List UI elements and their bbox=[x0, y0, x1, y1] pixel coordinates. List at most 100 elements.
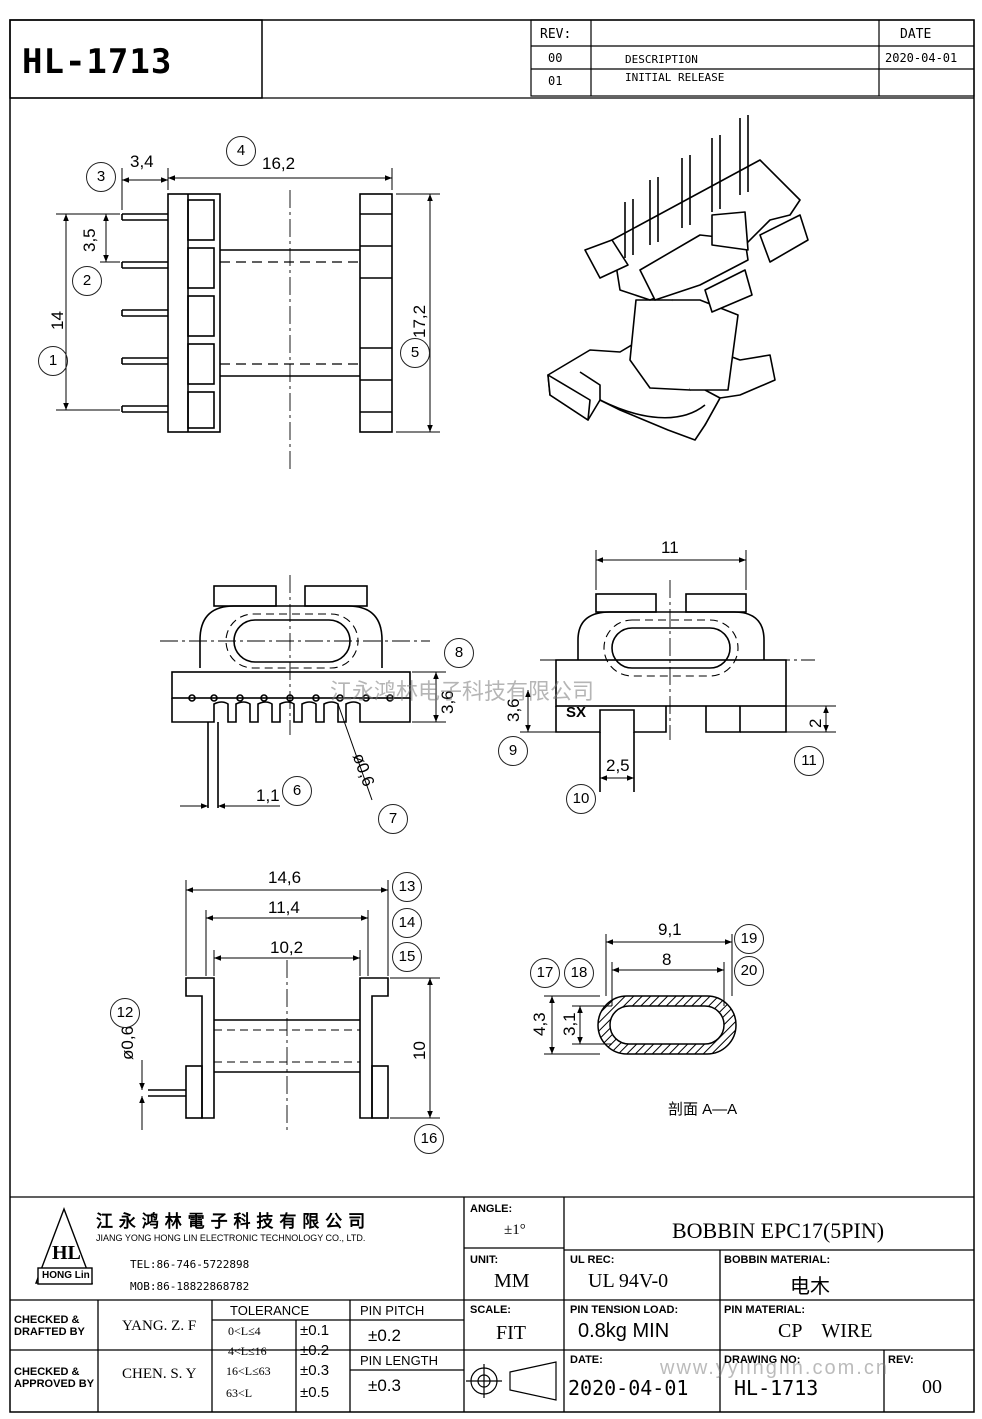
title-block-grid bbox=[10, 1196, 974, 1412]
pin-tension-label: PIN TENSION LOAD: bbox=[570, 1304, 679, 1316]
company-tel: TEL:86-746-5722898 bbox=[130, 1258, 250, 1271]
dim-11-4: 11,4 bbox=[268, 898, 300, 917]
dim-3-5: 3,5 bbox=[80, 228, 99, 252]
balloon-4: 4 bbox=[226, 136, 256, 166]
dim-1-1: 1,1 bbox=[256, 786, 280, 805]
balloon-20: 20 bbox=[734, 956, 764, 986]
balloon-6: 6 bbox=[282, 776, 312, 806]
part-number-title: HL-1713 bbox=[22, 42, 173, 82]
balloon-8: 8 bbox=[444, 638, 474, 668]
tol-value-2: ±0.3 bbox=[300, 1362, 330, 1379]
section-view bbox=[597, 995, 737, 1055]
drawing-no-value: HL-1713 bbox=[734, 1376, 819, 1400]
section-label: 剖面 A—A bbox=[668, 1101, 738, 1118]
end-view-dims bbox=[520, 550, 836, 781]
side-view bbox=[121, 193, 393, 433]
company-name-cn: 江 永 鸿 林 電 子 科 技 有 限 公 司 bbox=[96, 1212, 366, 1232]
projection-symbol-icon bbox=[466, 1361, 557, 1401]
tol-range-2: 16<L≤63 bbox=[226, 1364, 271, 1378]
isometric-view bbox=[547, 115, 809, 441]
rev-date-0: 2020-04-01 bbox=[885, 51, 958, 65]
balloon-12: 12 bbox=[110, 998, 140, 1028]
rev-desc-1: INITIAL RELEASE bbox=[625, 71, 725, 84]
front-view-dims bbox=[180, 671, 446, 809]
end-view-centerlines bbox=[540, 580, 815, 740]
balloon-3: 3 bbox=[86, 162, 116, 192]
unit-value: MM bbox=[494, 1270, 530, 1292]
top-view bbox=[148, 977, 389, 1119]
company-mob: MOB:86-18822868782 bbox=[130, 1280, 250, 1293]
pin-length-label: PIN LENGTH bbox=[360, 1353, 439, 1368]
pin-length-value: ±0.3 bbox=[368, 1376, 401, 1395]
section-view-dims bbox=[544, 934, 733, 1055]
balloon-7: 7 bbox=[378, 804, 408, 834]
company-logo bbox=[34, 1207, 94, 1285]
side-view-dims bbox=[56, 168, 440, 433]
dim-10: 10 bbox=[410, 1041, 429, 1060]
balloon-1: 1 bbox=[38, 346, 68, 376]
top-view-dims bbox=[139, 880, 440, 1130]
sx-mark: SX bbox=[566, 704, 587, 721]
rev-row-1: 01 bbox=[548, 74, 563, 88]
front-view-centerlines bbox=[160, 575, 430, 735]
company-name-en: JIANG YONG HONG LIN ELECTRONIC TECHNOLOG… bbox=[96, 1233, 366, 1243]
balloon-10: 10 bbox=[566, 784, 596, 814]
drawing-no-label: DRAWING NO: bbox=[724, 1354, 801, 1366]
rev-header: REV: bbox=[540, 27, 572, 42]
front-view bbox=[171, 585, 411, 808]
pin-pitch-value: ±0.2 bbox=[368, 1326, 401, 1345]
rev-row-0: 00 bbox=[548, 51, 563, 65]
dim-17-2: 17,2 bbox=[410, 304, 429, 338]
checked-approved-label: CHECKED & APPROVED BY bbox=[14, 1366, 95, 1390]
date-header: DATE bbox=[900, 27, 932, 42]
dim-3-4: 3,4 bbox=[130, 152, 154, 171]
balloon-19: 19 bbox=[734, 924, 764, 954]
balloon-14: 14 bbox=[392, 908, 422, 938]
balloon-13: 13 bbox=[392, 872, 422, 902]
pin-material-value: CP WIRE bbox=[778, 1320, 873, 1342]
scale-value: FIT bbox=[496, 1322, 526, 1344]
tol-range-1: 4<L≤16 bbox=[228, 1344, 267, 1358]
dim-0-6-top: 0,6 bbox=[118, 1025, 137, 1050]
pin-tension-value: 0.8kg MIN bbox=[578, 1320, 670, 1342]
approver-name: CHEN. S. Y bbox=[122, 1366, 197, 1382]
sheet-border bbox=[9, 19, 975, 1413]
balloon-18: 18 bbox=[564, 958, 594, 988]
balloon-5: 5 bbox=[400, 338, 430, 368]
revision-table bbox=[530, 19, 975, 97]
dim-14-6: 14,6 bbox=[268, 868, 302, 887]
dim-3-1: 3,1 bbox=[560, 1012, 579, 1036]
date-value: 2020-04-01 bbox=[568, 1376, 689, 1400]
dim-8: 8 bbox=[662, 950, 672, 969]
drafter-name: YANG. Z. F bbox=[122, 1318, 197, 1334]
date-label: DATE: bbox=[570, 1354, 603, 1366]
logo-sub-text: HONG Lin bbox=[42, 1270, 90, 1281]
balloon-11: 11 bbox=[794, 746, 824, 776]
dim-11: 11 bbox=[661, 538, 679, 557]
drawing-title: BOBBIN EPC17(5PIN) bbox=[672, 1218, 885, 1243]
ul-label: UL REC: bbox=[570, 1254, 615, 1266]
balloon-2: 2 bbox=[72, 266, 102, 296]
dim-top-pin-dia: ø0,6 bbox=[118, 1025, 137, 1060]
dim-9-1: 9,1 bbox=[658, 920, 682, 939]
logo-hl-text: HL bbox=[52, 1242, 81, 1264]
balloon-17: 17 bbox=[530, 958, 560, 988]
pin-pitch-label: PIN PITCH bbox=[360, 1303, 425, 1318]
dim-2-5: 2,5 bbox=[606, 756, 630, 775]
unit-label: UNIT: bbox=[470, 1254, 499, 1266]
dim-10-2: 10,2 bbox=[270, 938, 304, 957]
tol-range-0: 0<L≤4 bbox=[228, 1324, 261, 1338]
watermark-url: www.yylinglin.com.cn bbox=[660, 1357, 889, 1379]
bobbin-material-label: BOBBIN MATERIAL: bbox=[724, 1254, 831, 1266]
checked-drafted-label: CHECKED & DRAFTED BY bbox=[14, 1314, 85, 1338]
tolerance-label: TOLERANCE bbox=[230, 1303, 310, 1318]
tol-range-3: 63<L bbox=[226, 1386, 253, 1400]
scale-label: SCALE: bbox=[470, 1304, 511, 1316]
balloon-15: 15 bbox=[392, 942, 422, 972]
bobbin-material-value: 电木 bbox=[790, 1274, 830, 1298]
angle-value: ±1° bbox=[504, 1222, 526, 1238]
dim-4-3: 4,3 bbox=[530, 1012, 549, 1036]
tol-value-0: ±0.1 bbox=[300, 1322, 330, 1339]
watermark: 江永鸿林电子科技有限公司 bbox=[330, 680, 595, 705]
